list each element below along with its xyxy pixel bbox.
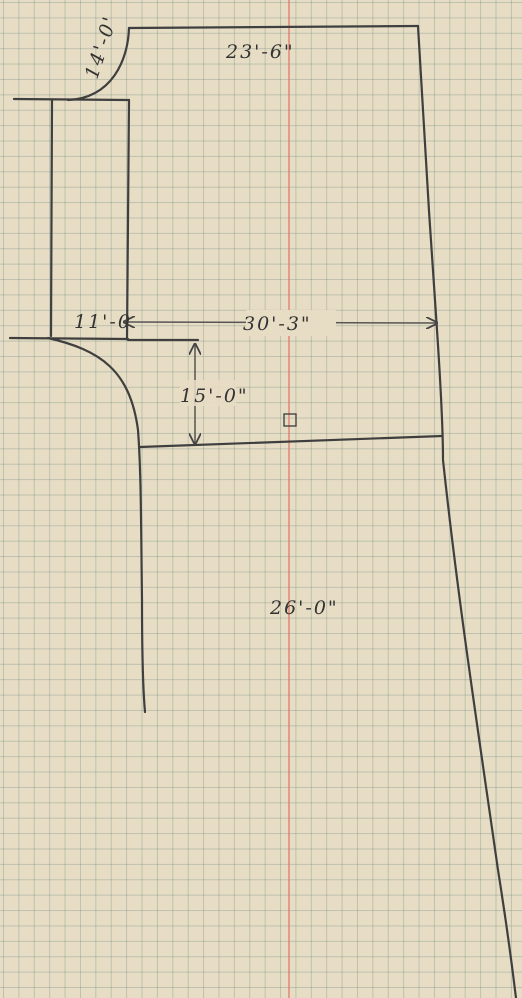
dimension-label-26-0: 26'-0" bbox=[269, 597, 339, 619]
outline-top-left-ledge bbox=[12, 97, 131, 102]
outline-cross-line bbox=[138, 434, 444, 449]
dimension-label-30-3: 30'-3" bbox=[243, 313, 312, 335]
outline-top-left-corner-arc bbox=[66, 26, 131, 102]
dimension-label-11-0: 11'-0 bbox=[74, 311, 132, 333]
dimension-label-15-0: 15'-0" bbox=[180, 385, 249, 407]
outline-middle-ledge bbox=[8, 336, 130, 341]
dimension-label-14-0: 14'-0' bbox=[81, 13, 122, 82]
outline-left-section-right bbox=[125, 98, 131, 341]
dimension-label-23-6: 23'-6" bbox=[225, 41, 295, 63]
outline-right-edge bbox=[416, 24, 518, 998]
outline-lower-left-curve bbox=[46, 336, 147, 714]
outline-top-edge bbox=[127, 24, 420, 30]
small-square-marker-icon bbox=[283, 413, 297, 427]
outline-left-section-left bbox=[49, 98, 54, 338]
